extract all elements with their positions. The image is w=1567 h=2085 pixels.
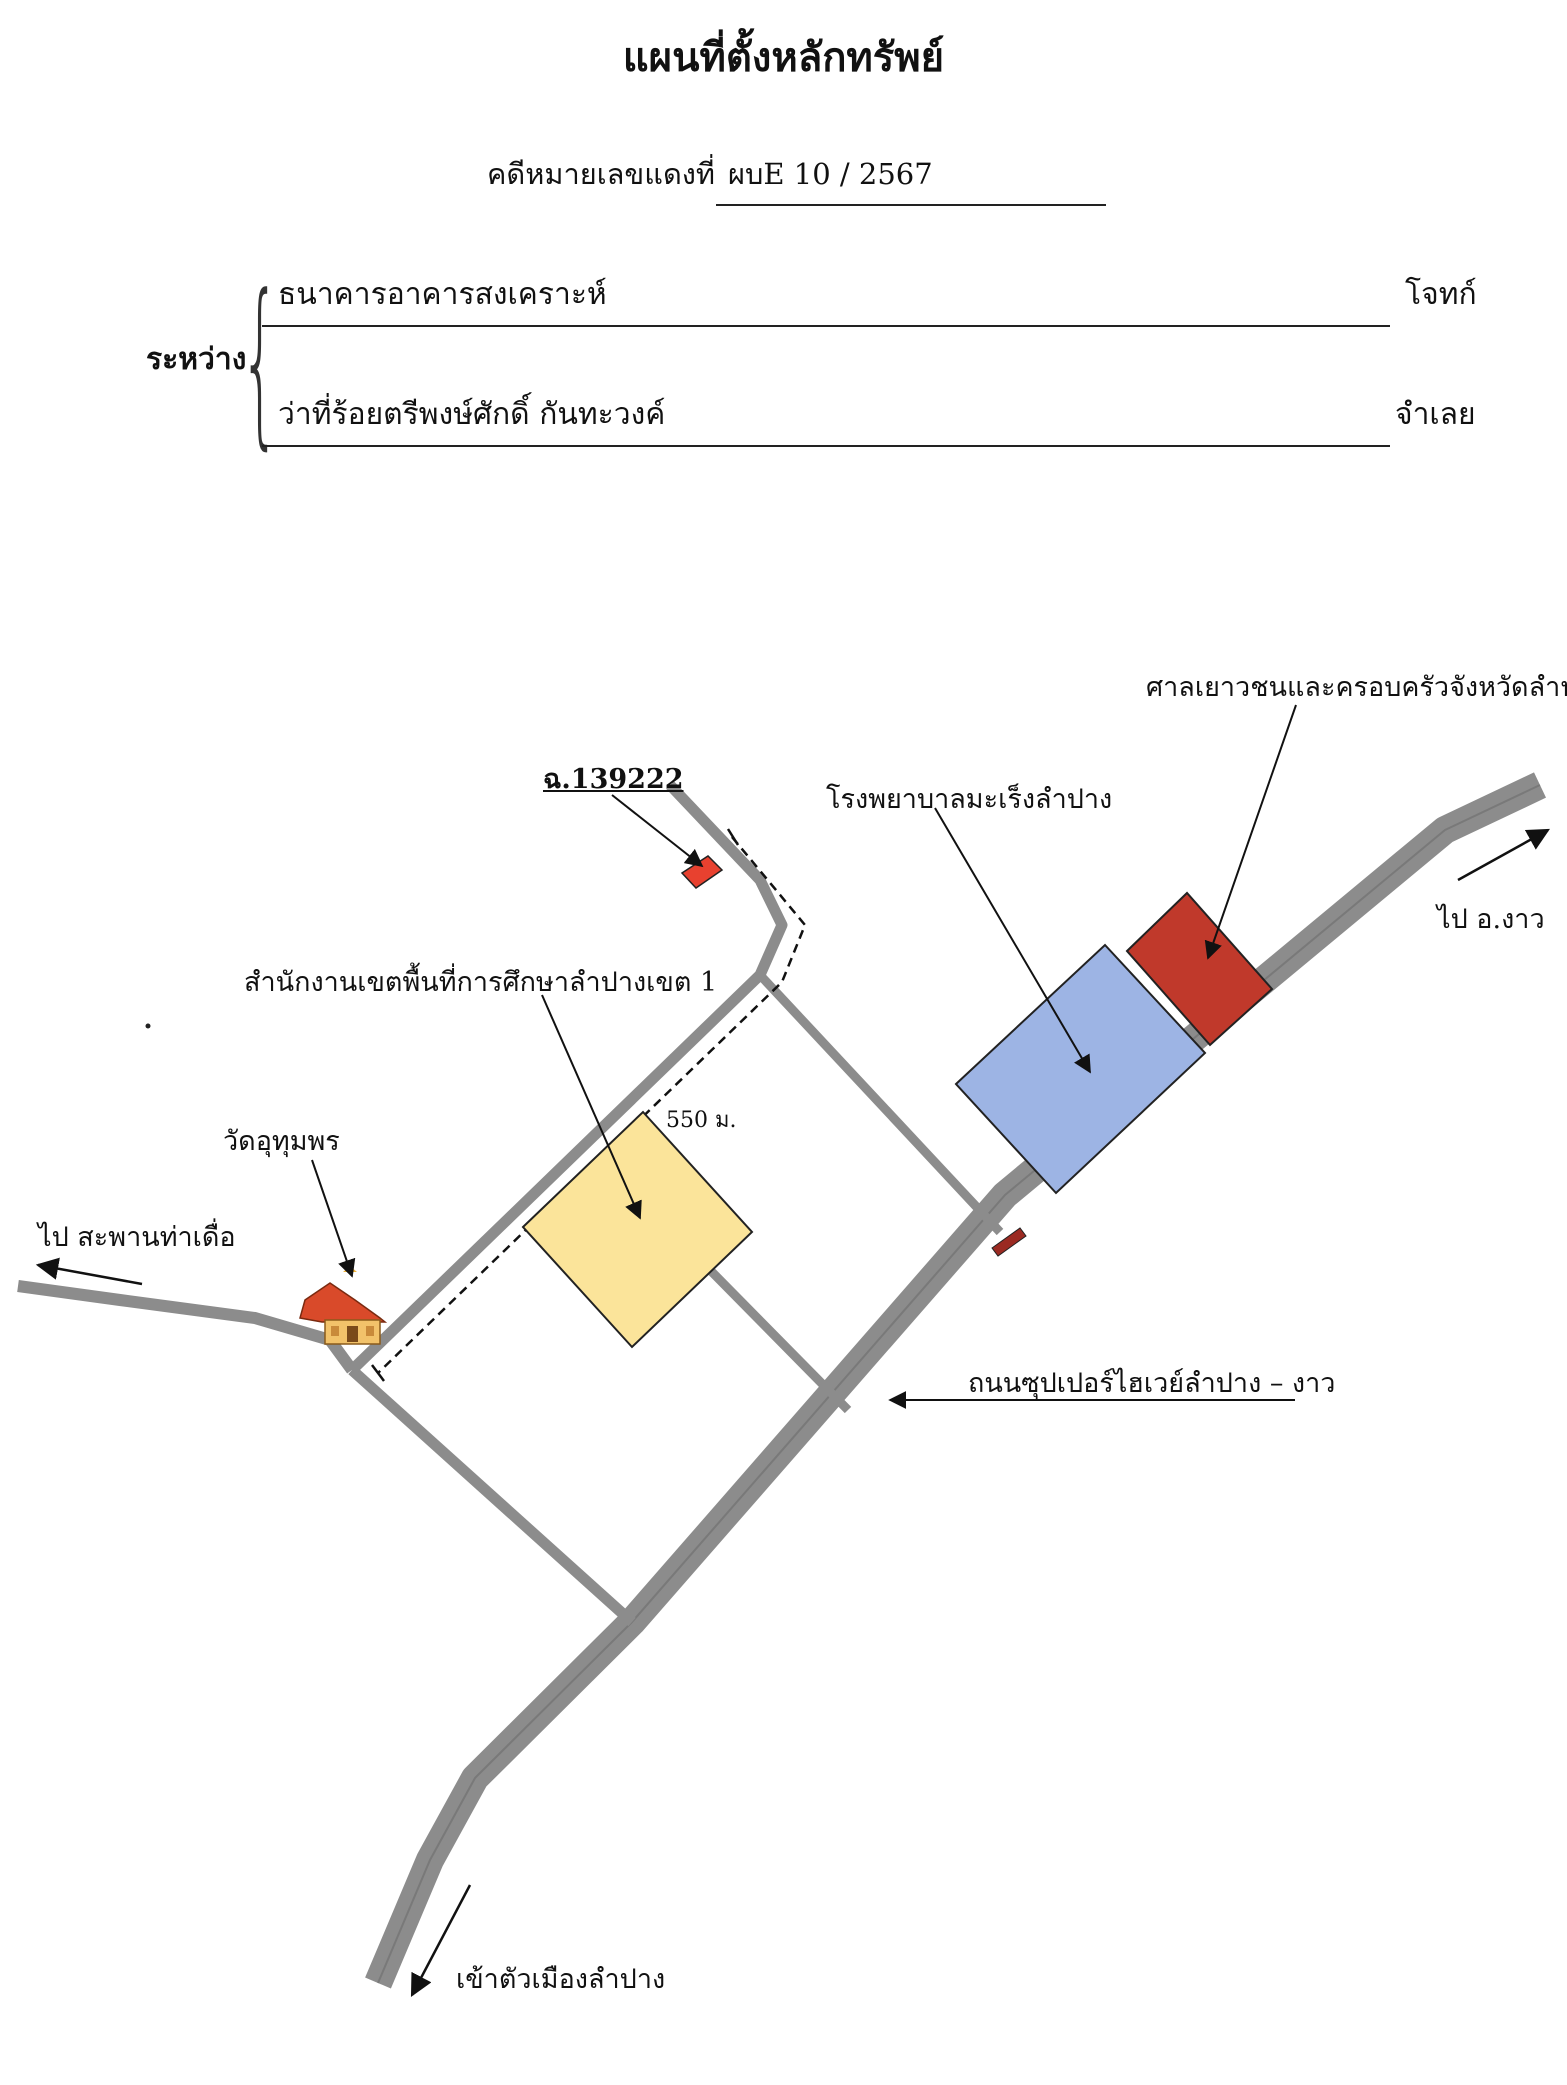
to-city-arrow: [410, 1884, 472, 1997]
court-leader: [1204, 704, 1297, 960]
case-number-underline: [716, 204, 1106, 206]
hospital-access-road: [756, 971, 1004, 1236]
defendant-name: ว่าที่ร้อยตรีพงษ์ศักดิ์ กันทะวงค์: [278, 397, 666, 432]
to-ngao-label: ไป อ.งาว: [1437, 904, 1545, 935]
court-building: [1125, 891, 1274, 1047]
to-ngao-arrow: [1457, 828, 1550, 882]
deed-leader: [611, 794, 704, 868]
defendant-underline: [262, 445, 1390, 447]
education-access-road: [706, 1266, 852, 1414]
plaintiff-role: โจทก์: [1405, 277, 1477, 312]
deed-number-label: ฉ.139222: [543, 764, 684, 795]
education-office-label: สำนักงานเขตพื้นที่การศึกษาลำปางเขต 1: [244, 967, 718, 998]
west-road: [17, 1280, 357, 1374]
education-office-building: [521, 1110, 754, 1349]
distance-label: 550 ม.: [666, 1108, 737, 1133]
highway-road: [365, 772, 1546, 1989]
hospital-label: โรงพยาบาลมะเร็งลำปาง: [826, 784, 1113, 815]
parties-brace: {: [240, 257, 281, 466]
to-city-label: เข้าตัวเมืองลำปาง: [456, 1964, 666, 1995]
to-bridge-label: ไป สะพานท่าเดื่อ: [38, 1222, 236, 1253]
soi-road: [348, 781, 788, 1374]
lower-connector-road: [348, 1365, 636, 1627]
page-title: แผนที่ตั้งหลักทรัพย์: [622, 34, 945, 81]
hospital-gate: [991, 1227, 1027, 1257]
between-label: ระหว่าง: [146, 342, 247, 377]
temple-label: วัดอุทุมพร: [223, 1126, 340, 1157]
highway-label: ถนนซุปเปอร์ไฮเวย์ลำปาง – งาว: [968, 1368, 1336, 1399]
defendant-role: จำเลย: [1395, 397, 1476, 432]
plaintiff-name: ธนาคารอาคารสงเคราะห์: [278, 277, 607, 312]
hospital-leader: [934, 807, 1091, 1074]
education-office-leader: [541, 994, 642, 1220]
plaintiff-underline: [262, 325, 1390, 327]
case-number-label: คดีหมายเลขแดงที่: [487, 157, 716, 191]
court-label: ศาลเยาวชนและครอบครัวจังหวัดลำปาง: [1146, 672, 1567, 703]
to-bridge-arrow: [35, 1257, 143, 1286]
temple-leader: [311, 1159, 356, 1278]
case-number-value: ผบE 10 / 2567: [728, 157, 933, 191]
property-plot: [680, 855, 724, 889]
